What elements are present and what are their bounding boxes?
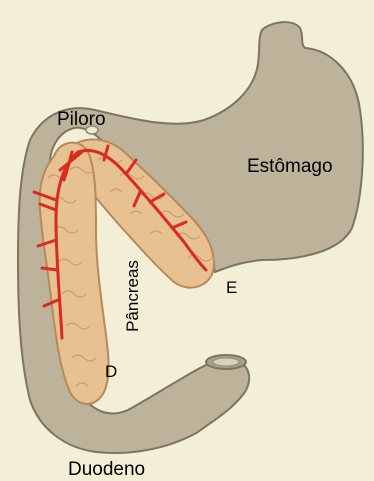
label-e: E <box>226 279 237 296</box>
label-estomago: Estômago <box>247 157 333 176</box>
label-piloro: Piloro <box>57 110 106 129</box>
label-pancreas: Pâncreas <box>124 241 144 351</box>
label-duodeno: Duodeno <box>68 460 145 479</box>
label-d: D <box>105 363 117 380</box>
